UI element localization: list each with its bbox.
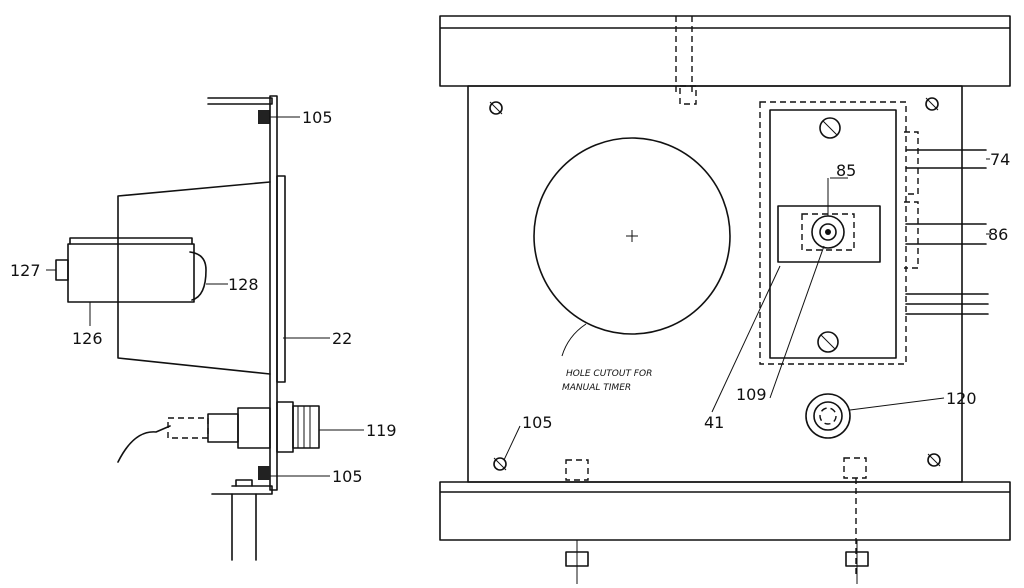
bottom-rail bbox=[439, 481, 1011, 541]
cable-74 bbox=[905, 149, 987, 169]
hole-cutout bbox=[533, 137, 731, 335]
label-105-plate: 105 bbox=[522, 413, 553, 432]
connector-119 bbox=[117, 401, 320, 463]
label-128: 128 bbox=[228, 275, 259, 294]
bottom-nut-left bbox=[565, 540, 589, 584]
shaft-127 bbox=[55, 259, 69, 281]
knob-126 bbox=[67, 243, 195, 303]
label-41: 41 bbox=[704, 413, 724, 432]
label-126: 126 bbox=[72, 329, 103, 348]
label-119: 119 bbox=[366, 421, 397, 440]
screw-105-plate bbox=[493, 457, 507, 471]
label-22: 22 bbox=[332, 329, 352, 348]
label-127: 127 bbox=[10, 261, 41, 280]
label-109: 109 bbox=[736, 385, 767, 404]
control-box bbox=[759, 101, 907, 365]
top-bracket bbox=[207, 97, 273, 105]
label-105-bottom: 105 bbox=[332, 467, 363, 486]
label-85: 85 bbox=[836, 161, 856, 180]
bottom-nut-right bbox=[845, 540, 869, 584]
timer-housing bbox=[117, 181, 271, 375]
label-105-top: 105 bbox=[302, 108, 333, 127]
cable-86 bbox=[905, 223, 987, 245]
wires bbox=[905, 293, 989, 315]
screw-105-top bbox=[258, 110, 270, 124]
label-120: 120 bbox=[946, 389, 977, 408]
mounting-plate bbox=[467, 85, 963, 483]
note-line-1: HOLE CUTOUT FOR bbox=[566, 369, 652, 379]
panel-flange bbox=[276, 175, 286, 383]
screw-105-bottom bbox=[258, 466, 270, 480]
front-view bbox=[439, 15, 1011, 584]
panel-22 bbox=[269, 95, 278, 491]
bottom-post bbox=[231, 493, 257, 561]
bottom-bracket bbox=[211, 485, 273, 495]
label-86: 86 bbox=[988, 225, 1008, 244]
pointer-128 bbox=[189, 251, 207, 301]
label-74: 74 bbox=[990, 150, 1010, 169]
top-rail bbox=[439, 15, 1011, 87]
lamp-120 bbox=[805, 393, 851, 439]
switch-109 bbox=[777, 205, 881, 263]
note-line-2: MANUAL TIMER bbox=[562, 383, 631, 393]
side-view bbox=[46, 95, 364, 561]
knob-top bbox=[69, 237, 193, 245]
